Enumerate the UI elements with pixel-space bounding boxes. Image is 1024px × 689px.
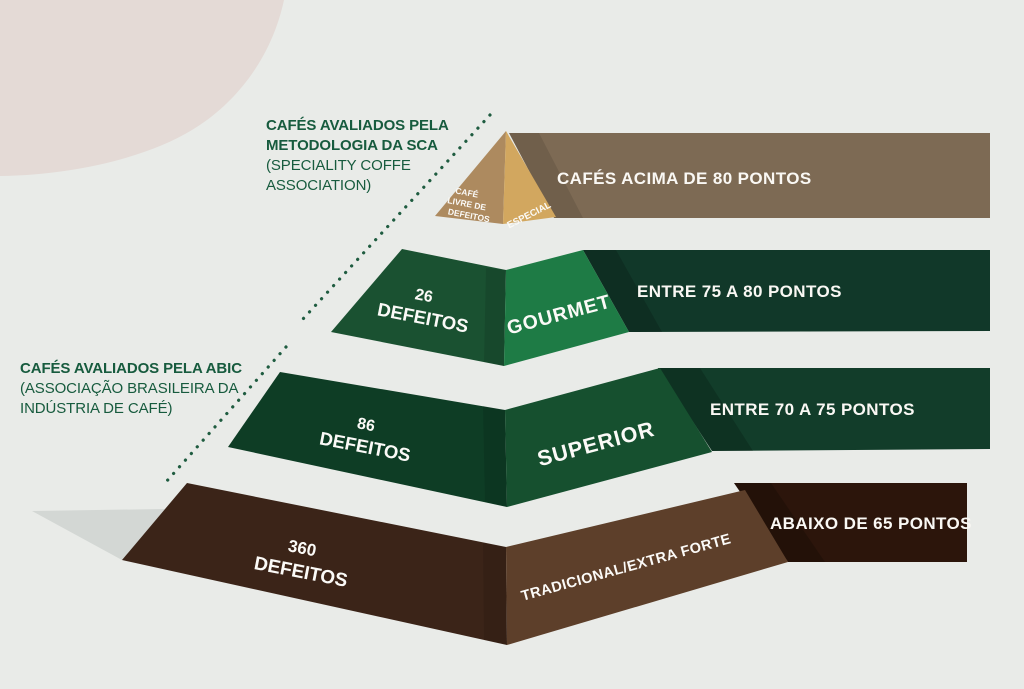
- especial-category-face: [503, 131, 556, 224]
- sca-annotation-line4: ASSOCIATION): [266, 177, 372, 194]
- gourmet-points-label: ENTRE 75 A 80 PONTOS: [637, 282, 842, 301]
- abic-dotted-line: [164, 345, 288, 484]
- abic-annotation-line1: CAFÉS AVALIADOS PELA ABIC: [20, 360, 242, 377]
- gourmet-points-bar: [583, 250, 990, 332]
- especial-bar-shadow: [509, 133, 583, 218]
- superior-left-face: [228, 372, 507, 507]
- gourmet-category-face: [504, 250, 629, 366]
- especial-left-face: [435, 131, 506, 224]
- gourmet-left-face: [331, 249, 506, 366]
- tradicional-points-label: ABAIXO DE 65 PONTOS: [770, 514, 972, 533]
- superior-points-bar: [658, 368, 990, 451]
- sca-annotation-line1: CAFÉS AVALIADOS PELA: [266, 117, 449, 134]
- tradicional-ridge-shade: [483, 543, 507, 645]
- abic-annotation-line3: INDÚSTRIA DE CAFÉ): [20, 400, 173, 417]
- superior-category-face: [505, 368, 712, 507]
- gourmet-bar-shadow: [583, 250, 662, 332]
- background-blob: [0, 0, 284, 176]
- tradicional-points-bar: [734, 483, 967, 562]
- tradicional-bar-shadow: [734, 483, 825, 562]
- superior-ridge-shade: [483, 406, 507, 507]
- abic-annotation: CAFÉS AVALIADOS PELA ABIC (ASSOCIAÇÃO BR…: [20, 359, 242, 419]
- superior-points-label: ENTRE 70 A 75 PONTOS: [710, 400, 915, 419]
- sca-annotation-line3: (SPECIALITY COFFE: [266, 157, 411, 174]
- floor-shadow: [32, 509, 165, 560]
- sca-dotted-line: [301, 113, 492, 321]
- gourmet-ridge-shade: [484, 268, 506, 366]
- superior-bar-shadow: [658, 368, 753, 451]
- tradicional-category-face: [506, 490, 788, 645]
- abic-annotation-line2: (ASSOCIAÇÃO BRASILEIRA DA: [20, 380, 239, 397]
- tradicional-left-face: [122, 483, 507, 645]
- especial-points-label: CAFÉS ACIMA DE 80 PONTOS: [557, 169, 812, 188]
- especial-points-bar: [509, 133, 990, 218]
- sca-annotation: CAFÉS AVALIADOS PELA METODOLOGIA DA SCA …: [266, 116, 449, 196]
- sca-annotation-line2: METODOLOGIA DA SCA: [266, 137, 438, 154]
